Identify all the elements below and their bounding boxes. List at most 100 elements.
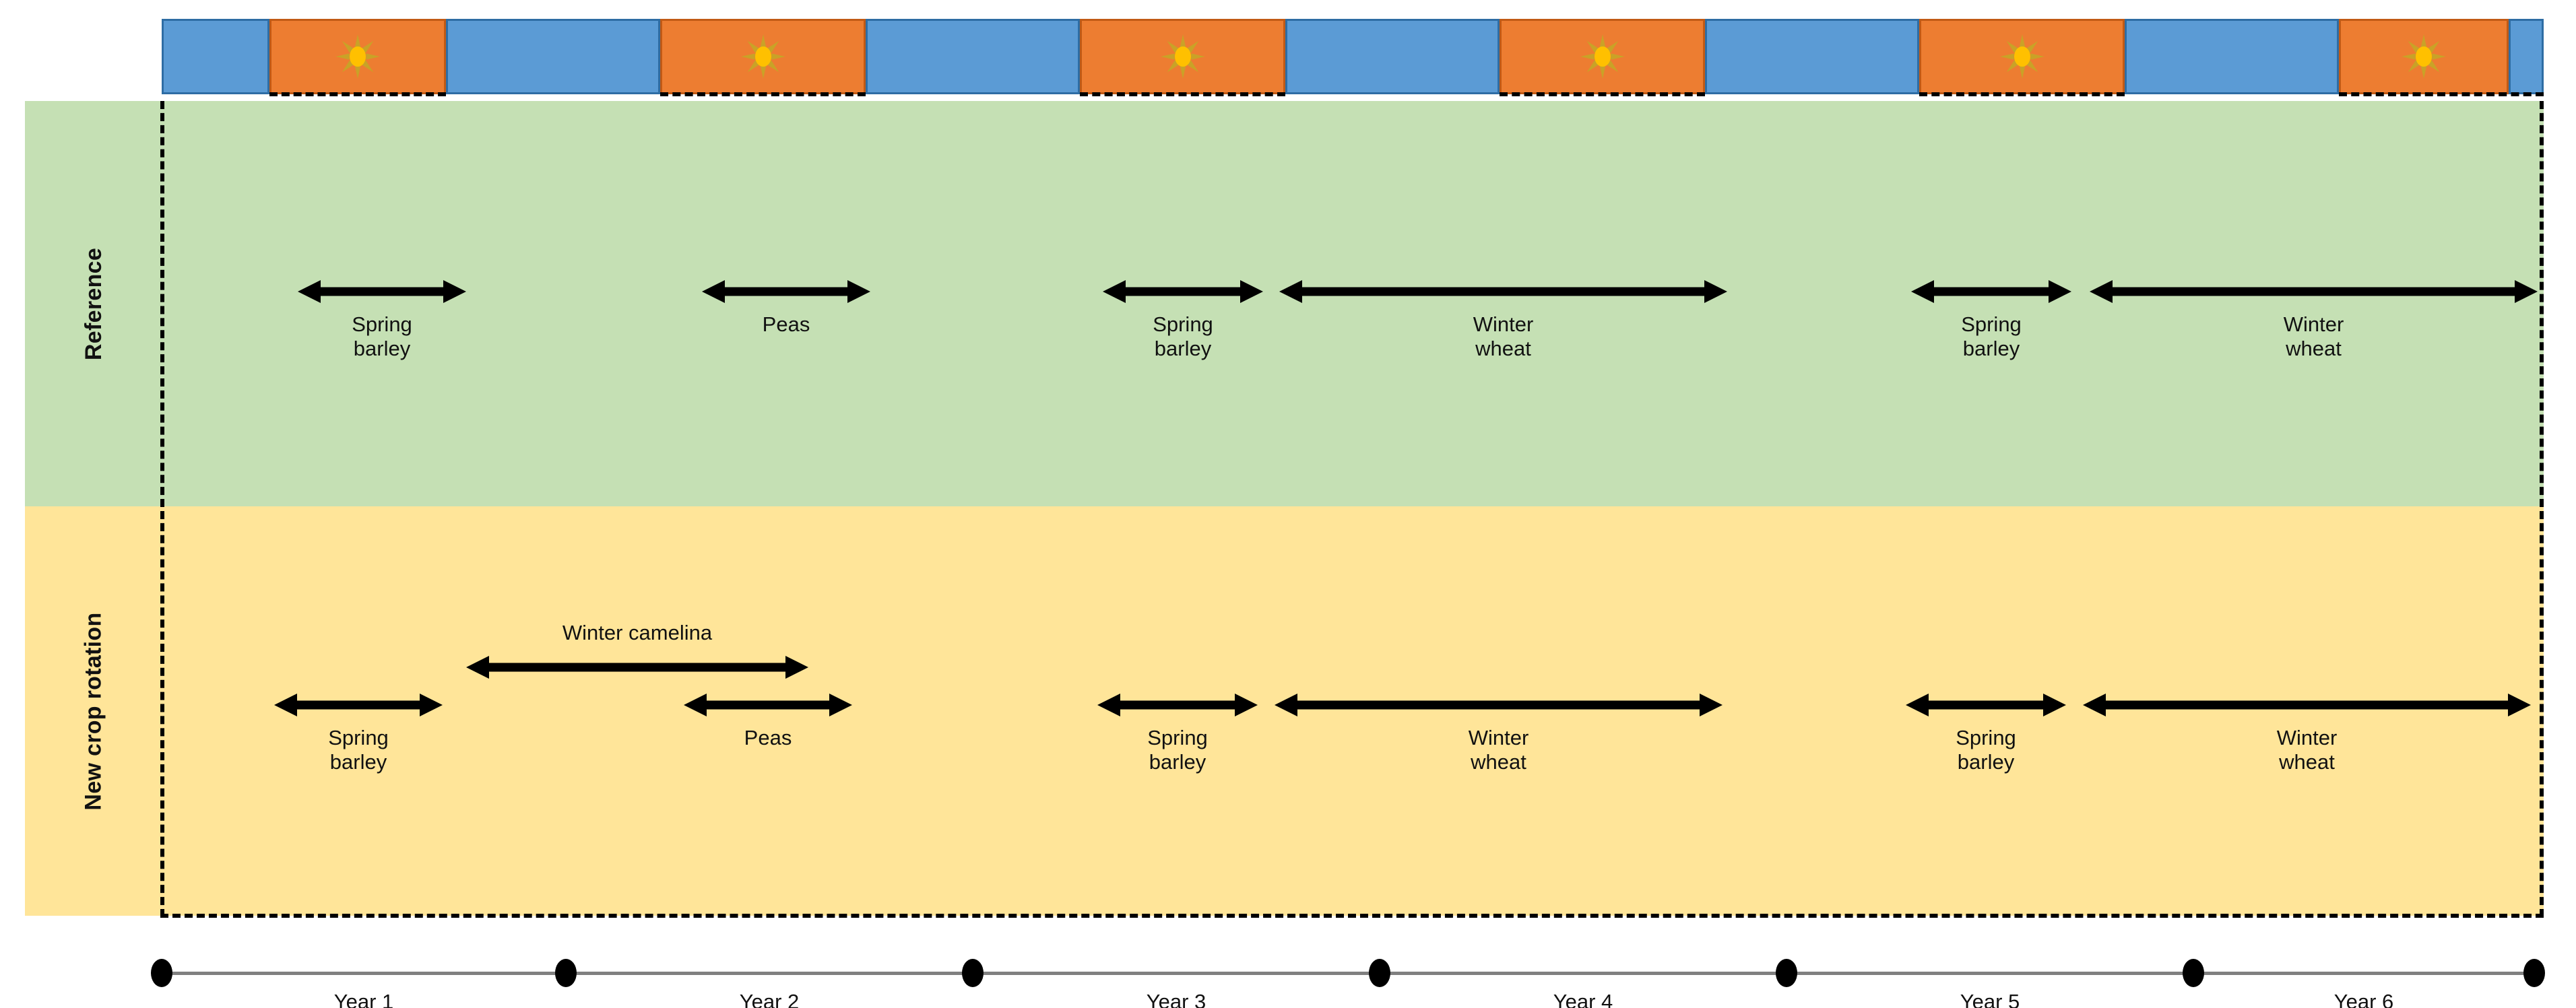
- season-cell-winter-season-2: [446, 19, 660, 94]
- crop-duration-arrow: [702, 276, 870, 307]
- crop-duration-arrow: [1911, 276, 2071, 307]
- season-cell-winter-season-8: [1705, 19, 1919, 94]
- double-headed-arrow-icon: [684, 694, 852, 716]
- new-crop-rotation-row-label: New crop rotation: [25, 506, 163, 916]
- season-cell-summer-season-5: [1080, 19, 1285, 94]
- timeline-year-label-5: Year 5: [1960, 990, 2020, 1008]
- timeline-year-label-4: Year 4: [1553, 990, 1613, 1008]
- double-headed-arrow-icon: [1906, 694, 2066, 716]
- rotation-boundary-bottom-dashed-line: [160, 914, 2544, 918]
- season-cell-summer-season-11: [2339, 19, 2509, 94]
- double-headed-arrow-icon: [466, 656, 808, 679]
- rotation-boundary-top-dashed-segment-5: [2339, 92, 2544, 96]
- crop-duration-arrow: [684, 690, 852, 720]
- season-cell-winter-season-10: [2125, 19, 2339, 94]
- crop-period-peas: Peas: [702, 276, 870, 337]
- timeline-axis-line: [162, 972, 2540, 975]
- double-headed-arrow-icon: [1097, 694, 1258, 716]
- crop-duration-arrow: [2083, 690, 2531, 720]
- rotation-boundary-top-dashed-segment-1: [660, 92, 866, 96]
- sun-icon: [335, 34, 380, 79]
- timeline-tick-dot-5: [2183, 959, 2204, 987]
- double-headed-arrow-icon: [702, 280, 870, 303]
- rotation-boundary-top-dashed-segment-4: [1919, 92, 2125, 96]
- season-cell-winter-season-0: [162, 19, 269, 94]
- crop-label: Peas: [744, 726, 792, 749]
- season-cell-summer-season-1: [269, 19, 446, 94]
- rotation-boundary-top-dashed-segment-3: [1500, 92, 1705, 96]
- sun-icon: [740, 34, 785, 79]
- timeline-tick-dot-1: [555, 959, 577, 987]
- double-headed-arrow-icon: [1275, 694, 1722, 716]
- crop-duration-arrow: [1097, 690, 1258, 720]
- crop-duration-arrow: [1279, 276, 1727, 307]
- crop-period-peas: Peas: [684, 690, 852, 750]
- season-cell-winter-season-12: [2509, 19, 2544, 94]
- crop-duration-arrow: [1906, 690, 2066, 720]
- timeline-tick-dot-6: [2523, 959, 2545, 987]
- crop-duration-arrow: [274, 690, 443, 720]
- crop-period-winter-camelina: Winter camelina: [466, 621, 808, 683]
- sun-icon: [1999, 34, 2044, 79]
- reference-row-label-text: Reference: [81, 247, 106, 360]
- crop-label: Winter camelina: [562, 621, 713, 644]
- crop-duration-arrow: [466, 652, 808, 683]
- crop-label: Peas: [762, 312, 810, 336]
- timeline-year-label-3: Year 3: [1146, 990, 1206, 1008]
- sun-icon: [2402, 34, 2446, 79]
- year-timeline: Year 1 Year 2 Year 3 Year 4 Year 5 Year 6: [0, 941, 2576, 1008]
- double-headed-arrow-icon: [1911, 280, 2071, 303]
- season-cell-summer-season-9: [1919, 19, 2125, 94]
- reference-row-label: Reference: [25, 101, 163, 506]
- double-headed-arrow-icon: [298, 280, 466, 303]
- rotation-boundary-left-dashed-line: [160, 101, 164, 917]
- rotation-boundary-top-dashed-segment-2: [1080, 92, 1285, 96]
- double-headed-arrow-icon: [1279, 280, 1727, 303]
- timeline-year-label-1: Year 1: [333, 990, 394, 1008]
- timeline-tick-dot-2: [962, 959, 984, 987]
- season-cell-summer-season-7: [1500, 19, 1705, 94]
- rotation-boundary-right-dashed-line: [2540, 101, 2544, 917]
- season-cell-winter-season-4: [866, 19, 1080, 94]
- double-headed-arrow-icon: [2090, 280, 2538, 303]
- season-bar: [162, 19, 2544, 94]
- new-crop-rotation-row-label-text: New crop rotation: [81, 611, 106, 811]
- timeline-tick-dot-4: [1776, 959, 1797, 987]
- sun-icon: [1160, 34, 1205, 79]
- timeline-tick-dot-3: [1369, 959, 1390, 987]
- timeline-year-label-6: Year 6: [2333, 990, 2394, 1008]
- double-headed-arrow-icon: [2083, 694, 2531, 716]
- timeline-year-label-2: Year 2: [739, 990, 800, 1008]
- sun-icon: [1580, 34, 1625, 79]
- season-cell-winter-season-6: [1285, 19, 1500, 94]
- rotation-boundary-top-dashed-segment-0: [269, 92, 446, 96]
- double-headed-arrow-icon: [274, 694, 443, 716]
- timeline-tick-dot-0: [151, 959, 172, 987]
- season-cell-summer-season-3: [660, 19, 866, 94]
- crop-duration-arrow: [2090, 276, 2538, 307]
- crop-duration-arrow: [298, 276, 466, 307]
- crop-duration-arrow: [1275, 690, 1722, 720]
